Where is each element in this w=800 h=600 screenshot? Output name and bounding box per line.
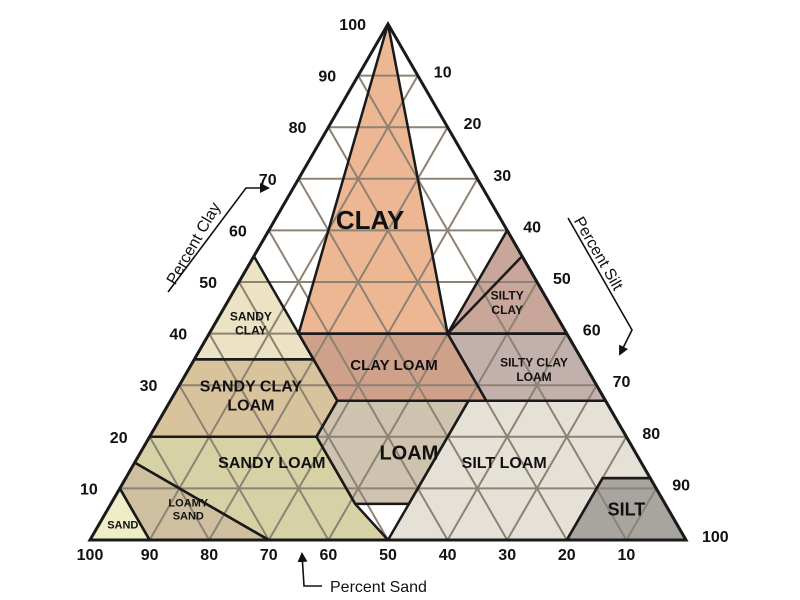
silt-tick-label: 70: [613, 374, 631, 391]
clay-tick-label: 90: [318, 69, 336, 86]
region-label-silty-clay: CLAY: [491, 303, 523, 317]
sand-tick-label: 70: [260, 547, 278, 564]
grid-line: [506, 384, 598, 541]
clay-tick-label: 50: [199, 275, 217, 292]
region-label-sandy-clay: CLAY: [235, 324, 267, 338]
silt-tick-label: 90: [672, 477, 690, 494]
clay-tick-label: 20: [110, 430, 128, 447]
clay-axis-arrow: [167, 183, 270, 293]
grid-line: [446, 333, 568, 541]
sand-tick-label: 80: [200, 547, 218, 564]
sand-axis-title: Percent Sand: [330, 579, 427, 596]
silt-axis-arrow: [567, 217, 633, 356]
outer-triangle: [87, 21, 689, 542]
sand-axis-title-group: Percent Sand: [297, 552, 427, 596]
region-label-sandy-clay: SANDY: [230, 309, 272, 323]
region-label-loamy-sand: LOAMY: [168, 497, 208, 509]
region-label-clay-loam: CLAY LOAM: [350, 357, 438, 374]
region-label-silty-clay: SILTY: [491, 289, 524, 303]
clay-tick-label: 80: [289, 120, 307, 137]
silt-tick-label: 80: [642, 426, 660, 443]
sand-tick-label: 90: [141, 547, 159, 564]
clay-tick-label: 10: [80, 481, 98, 498]
region-label-silty-clay-loam: LOAM: [516, 370, 551, 384]
region-label-loam: LOAM: [379, 442, 438, 464]
sand-tick-label: 100: [77, 547, 104, 564]
region-label-sand: SAND: [107, 519, 138, 531]
region-borders: [87, 21, 689, 542]
silt-tick-label: 50: [553, 271, 571, 288]
sand-tick-label: 20: [558, 547, 576, 564]
silt-tick-label: 40: [523, 219, 541, 236]
clay-tick-label: 40: [169, 327, 187, 344]
sand-tick-label: 60: [320, 547, 338, 564]
sand-tick-label: 30: [498, 547, 516, 564]
silt-tick-label: 60: [583, 323, 601, 340]
region-label-clay: CLAY: [336, 205, 404, 235]
region-label-sandy-loam: SANDY LOAM: [218, 455, 325, 472]
region-label-sandy-clay-loam: LOAM: [227, 398, 274, 415]
axis-ticks: 10 20 30 40 50 60 70 80 90 100 10 20 30 40 50 60 70 80 90 1…: [77, 17, 729, 564]
grid-line: [625, 487, 658, 541]
silt-tick-label: 30: [493, 168, 511, 185]
clay-tick-label: 30: [140, 378, 158, 395]
silt-tick-label: 10: [434, 65, 452, 82]
silt-tick-label: 100: [702, 529, 729, 546]
grid-line: [178, 384, 270, 541]
region-label-silty-clay-loam: SILTY CLAY: [500, 356, 568, 370]
sand-tick-label: 40: [439, 547, 457, 564]
sand-tick-label: 10: [618, 547, 636, 564]
clay-tick-label: 60: [229, 223, 247, 240]
grid-line: [267, 178, 479, 541]
grid-line: [297, 178, 509, 541]
region-label-sandy-clay-loam: SANDY CLAY: [200, 379, 303, 396]
grid-line: [357, 75, 628, 541]
region-label-silt: SILT: [608, 499, 646, 519]
sand-axis-arrow: [297, 552, 322, 587]
clay-tick-label: 100: [339, 17, 366, 34]
region-label-loamy-sand: SAND: [173, 511, 204, 523]
silt-axis-title: Percent Silt: [570, 214, 626, 294]
silt-tick-label: 20: [464, 116, 482, 133]
grid-line: [238, 281, 389, 541]
sand-tick-label: 50: [379, 547, 397, 564]
clay-tick-label: 70: [259, 172, 277, 189]
region-label-silt-loam: SILT LOAM: [462, 455, 547, 472]
